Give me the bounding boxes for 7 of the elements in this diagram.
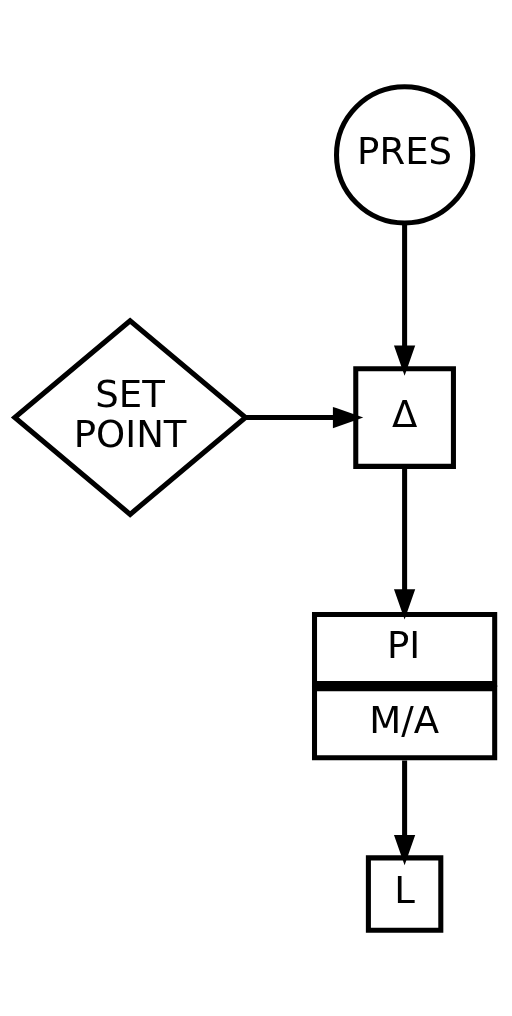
arrow xyxy=(393,760,416,865)
node-box: L xyxy=(365,854,444,933)
arrow xyxy=(393,222,416,376)
node-circle: PRES xyxy=(334,83,476,225)
arrow xyxy=(393,466,416,620)
node-box: Δ xyxy=(353,365,456,469)
arrow xyxy=(245,406,364,428)
